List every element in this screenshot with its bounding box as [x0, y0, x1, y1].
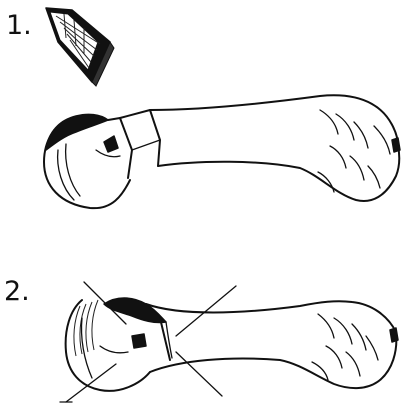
- step-1-label: 1.: [6, 10, 32, 41]
- step-2-label: 2.: [4, 276, 30, 307]
- step-1: 1.: [6, 8, 400, 208]
- bone-2-femur: [66, 298, 398, 391]
- step-2: 2.: [4, 276, 398, 402]
- bone-1-femur: [44, 95, 400, 208]
- bone-wedge-block: [46, 8, 114, 86]
